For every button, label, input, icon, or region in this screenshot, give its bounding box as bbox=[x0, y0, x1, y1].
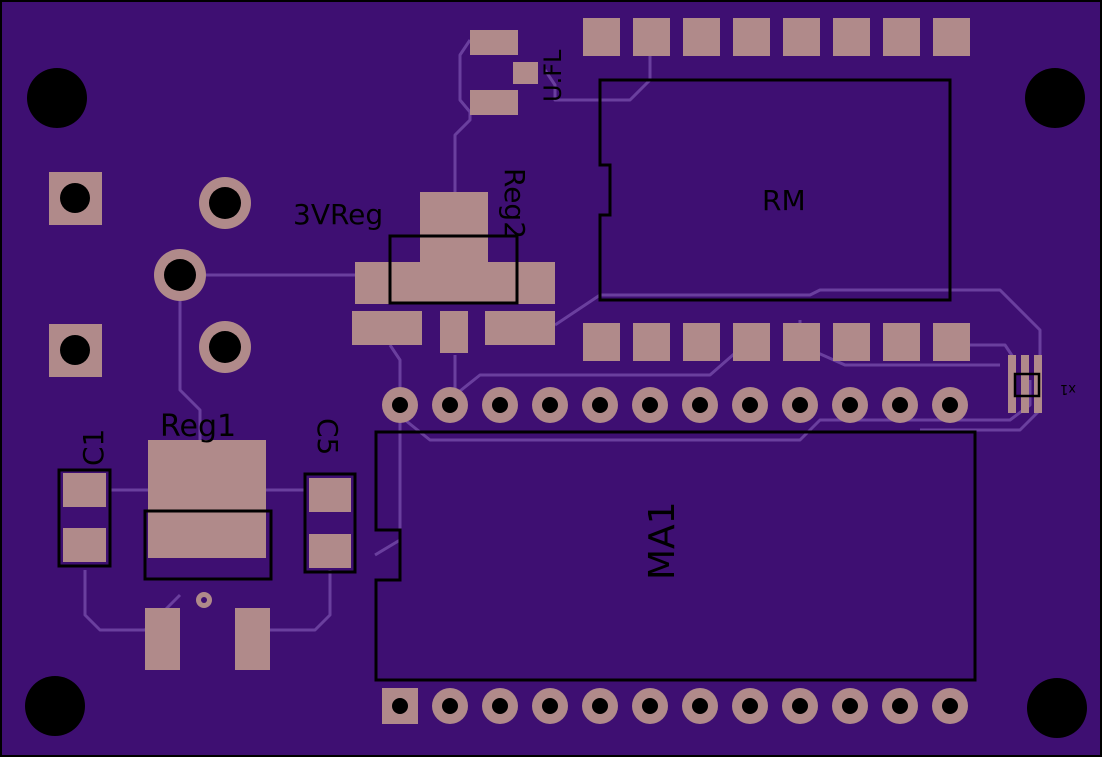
mounting-holes bbox=[25, 68, 1087, 738]
label-ufl: U.FL bbox=[539, 49, 567, 102]
trace-ufl-rm bbox=[543, 40, 652, 102]
label-c1: C1 bbox=[77, 429, 110, 466]
mount-hole-bottom-left bbox=[25, 676, 85, 736]
x1-component: x1 bbox=[1008, 355, 1076, 413]
c5-component: C5 bbox=[303, 418, 357, 574]
trace-reg1-left bbox=[178, 275, 202, 440]
ma1-outline bbox=[374, 430, 977, 682]
rm-outline bbox=[598, 78, 952, 302]
reg2-component: 3VReg Reg2 bbox=[293, 168, 555, 353]
left-connector bbox=[49, 172, 251, 377]
trace-c5-bottom bbox=[270, 570, 332, 632]
label-x1: x1 bbox=[1060, 381, 1076, 396]
reg1-component: Reg1 bbox=[143, 409, 273, 670]
c1-component: C1 bbox=[57, 429, 112, 568]
mount-hole-top-left bbox=[27, 68, 87, 128]
label-c5: C5 bbox=[311, 418, 344, 455]
ufl-connector: U.FL bbox=[470, 30, 567, 115]
label-rm: RM bbox=[762, 184, 806, 217]
mount-hole-top-right bbox=[1025, 68, 1085, 128]
ma1-top-pins bbox=[382, 387, 968, 423]
ma1-module: MA1 bbox=[374, 387, 977, 724]
mount-hole-bottom-right bbox=[1027, 678, 1087, 738]
trace-ma1-top bbox=[404, 380, 1032, 442]
trace-rm-mid bbox=[454, 338, 751, 397]
label-ma1: MA1 bbox=[642, 501, 683, 580]
rm-module: RM bbox=[583, 18, 970, 361]
trace-reg2-gnd bbox=[374, 344, 402, 557]
label-reg1: Reg1 bbox=[160, 409, 236, 444]
label-reg2: Reg2 bbox=[498, 168, 531, 239]
trace-rm-bus bbox=[554, 288, 1042, 432]
label-3vreg: 3VReg bbox=[293, 198, 383, 231]
ma1-bottom-pins bbox=[382, 688, 968, 724]
rm-top-pads bbox=[583, 18, 970, 56]
rm-bottom-pads bbox=[583, 323, 970, 361]
